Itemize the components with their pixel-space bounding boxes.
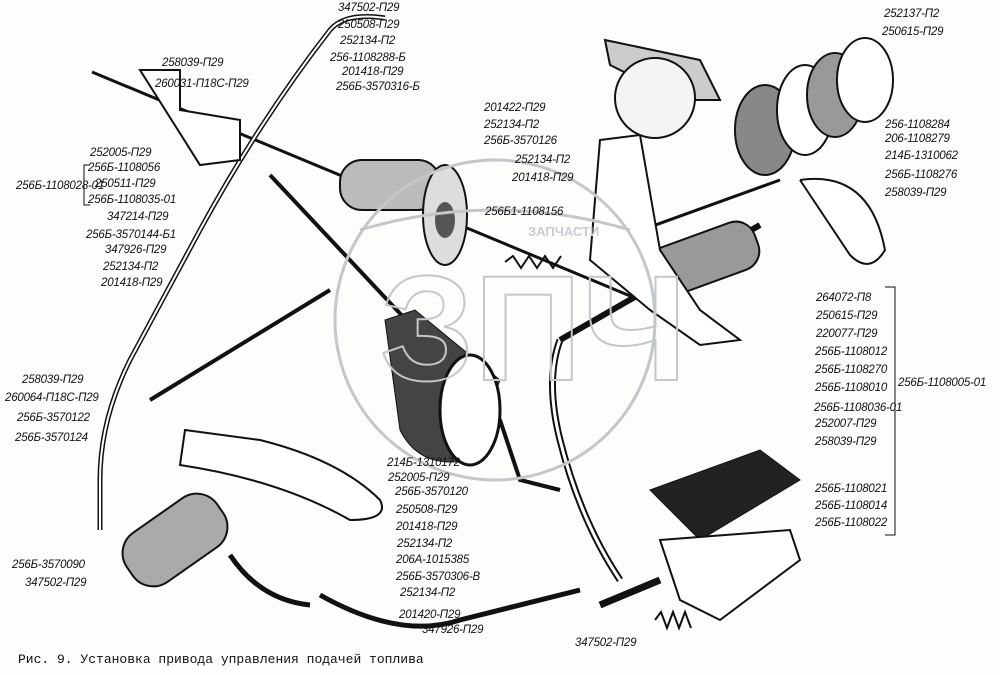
part-label: 252134-П2: [340, 35, 396, 47]
rubber-boot: [384, 309, 502, 467]
part-label: 256Б-3570122: [17, 412, 90, 424]
master-cylinder: [339, 159, 468, 266]
part-label: 256Б-3570126: [484, 135, 557, 147]
damper-discs: [614, 37, 894, 265]
part-label: 252134-П2: [400, 587, 456, 599]
assembly-label: 256Б-1108005-01: [898, 377, 987, 389]
part-label: 252134-П2: [103, 261, 159, 273]
part-label: 347502-П29: [25, 577, 87, 589]
part-label: 252137-П2: [884, 8, 940, 20]
part-label: 201418-П29: [396, 521, 458, 533]
part-label: 201418-П29: [512, 172, 574, 184]
part-label: 256Б-3570144-Б1: [86, 229, 176, 241]
part-label: 256Б-3570124: [15, 432, 88, 444]
part-label: 201418-П29: [342, 66, 404, 78]
part-label: 201418-П29: [101, 277, 163, 289]
part-label: 214Б-1310172: [387, 457, 460, 469]
part-label: 256Б-1108021: [815, 483, 888, 495]
part-label: 256Б-3570306-В: [396, 571, 480, 583]
accelerator-pedal-pad: [598, 449, 802, 622]
part-label: 250511-П29: [95, 178, 156, 190]
part-label: 256Б-1108014: [815, 500, 888, 512]
part-label: 250508-П29: [338, 19, 400, 31]
part-label: 250615-П29: [882, 26, 944, 38]
part-label: 206-1108279: [885, 133, 950, 145]
part-label: 347502-П29: [575, 637, 637, 649]
part-label: 256Б-3570090: [12, 559, 85, 571]
part-label: 256Б-3570316-Б: [336, 81, 420, 93]
part-label: 252134-П2: [515, 154, 571, 166]
part-label: 206А-1015385: [396, 554, 470, 566]
part-label: 250615-П29: [816, 310, 878, 322]
part-label: 250508-П29: [396, 504, 458, 516]
part-label: 347926-П29: [422, 624, 484, 636]
part-label: 258039-П29: [162, 57, 224, 69]
part-label: 258039-П29: [815, 436, 877, 448]
part-label: 256-1108288-Б: [330, 52, 406, 64]
part-label: 256Б1-1108156: [485, 206, 564, 218]
part-label: 201420-П29: [399, 609, 461, 621]
servo-cylinder: [121, 492, 229, 588]
pedal-spring: [654, 609, 692, 631]
part-label: 256Б-3570120: [395, 486, 468, 498]
part-label: 260064-П18С-П29: [5, 392, 99, 404]
part-label: 256Б-1108022: [815, 517, 888, 529]
part-label: 256-1108284: [885, 119, 950, 131]
return-spring: [504, 254, 562, 270]
part-label: 258039-П29: [22, 374, 84, 386]
part-label: 214Б-1310062: [885, 150, 958, 162]
figure-caption: Рис. 9. Установка привода управления под…: [18, 652, 424, 667]
part-label: 256Б-1108036-01: [814, 402, 903, 414]
assembly-bracket-left: [83, 164, 90, 206]
assembly-label: 256Б-1108028-01: [16, 180, 105, 192]
assembly-bracket-right: [885, 286, 896, 536]
part-label: 347214-П29: [107, 211, 169, 223]
part-label: 220077-П29: [816, 328, 878, 340]
part-label: 260031-П18С-П29: [155, 78, 249, 90]
part-label: 347502-П29: [338, 2, 400, 14]
part-label: 256Б-1108056: [88, 162, 161, 174]
part-label: 252005-П29: [388, 472, 450, 484]
part-label: 201422-П29: [484, 102, 546, 114]
part-label: 256Б-1108010: [815, 382, 888, 394]
part-label: 256Б-1108276: [885, 169, 958, 181]
part-label: 258039-П29: [885, 187, 947, 199]
part-label: 252134-П2: [397, 538, 453, 550]
part-label: 252007-П29: [815, 418, 877, 430]
watermark-text: ЗАПЧАСТИ: [528, 224, 600, 239]
part-label: 256Б-1108270: [815, 364, 888, 376]
part-label: 256Б-1108012: [815, 346, 888, 358]
part-label: 347926-П29: [105, 244, 167, 256]
part-label: 252005-П29: [90, 147, 152, 159]
part-label: 256Б-1108035-01: [88, 194, 177, 206]
part-label: 252134-П2: [484, 119, 540, 131]
lever-housing: [178, 428, 383, 522]
bracket-left: [138, 69, 241, 167]
part-label: 264072-П8: [816, 292, 872, 304]
